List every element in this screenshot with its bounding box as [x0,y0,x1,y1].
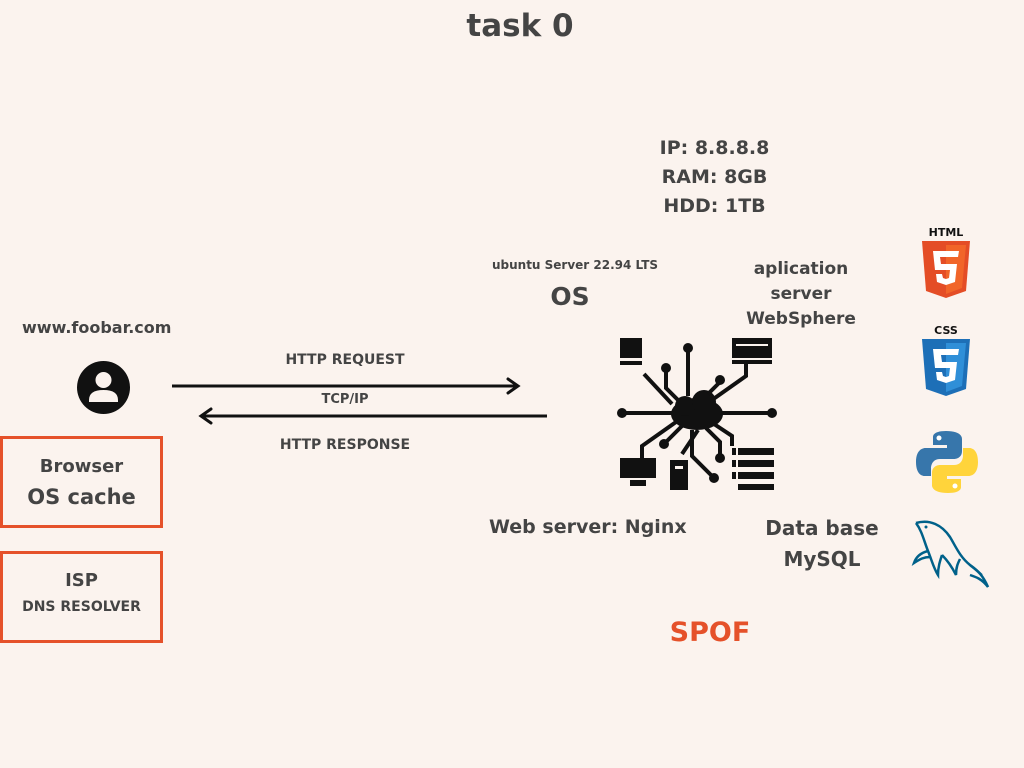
dns-resolver-label: DNS RESOLVER [22,599,141,615]
svg-text:HTML: HTML [929,226,964,239]
database-line2: MySQL [783,547,861,571]
svg-text:CSS: CSS [934,324,958,337]
web-server-label: Web server: Nginx [489,516,687,538]
http-response-label: HTTP RESPONSE [279,437,411,453]
spof-label: SPOF [669,617,751,648]
browser-label: Browser [39,456,124,477]
isp-dns-box: ISP DNS RESOLVER [0,551,163,643]
os-subtitle: ubuntu Server 22.94 LTS [491,258,659,272]
response-arrow [198,407,547,425]
python-icon [916,431,978,493]
diagram-title: task 0 [466,8,574,44]
database-label: Data base MySQL [752,513,892,575]
server-specs: IP: 8.8.8.8 RAM: 8GB HDD: 1TB [612,134,817,221]
spec-ip: IP: 8.8.8.8 [659,137,770,159]
html5-icon: HTML [922,226,970,298]
http-request-label: HTTP REQUEST [285,352,405,368]
client-domain: www.foobar.com [22,318,172,337]
tcp-ip-label: TCP/IP [321,392,369,407]
spec-ram: RAM: 8GB [661,166,768,188]
isp-label: ISP [65,570,98,591]
app-server-label: aplication server WebSphere [730,257,872,332]
database-line1: Data base [765,516,879,540]
os-label: OS [550,282,590,311]
user-icon [77,361,130,414]
spec-hdd: HDD: 1TB [663,195,766,217]
app-server-line3: WebSphere [746,309,856,329]
app-server-line2: server [770,284,832,304]
os-cache-label: OS cache [27,485,136,509]
browser-os-cache-box: Browser OS cache [0,436,163,528]
request-arrow [172,377,521,395]
mysql-dolphin-icon [911,520,990,588]
css3-icon: CSS [922,324,970,396]
app-server-line1: aplication [753,259,849,279]
server-circuit-icon [617,338,777,490]
